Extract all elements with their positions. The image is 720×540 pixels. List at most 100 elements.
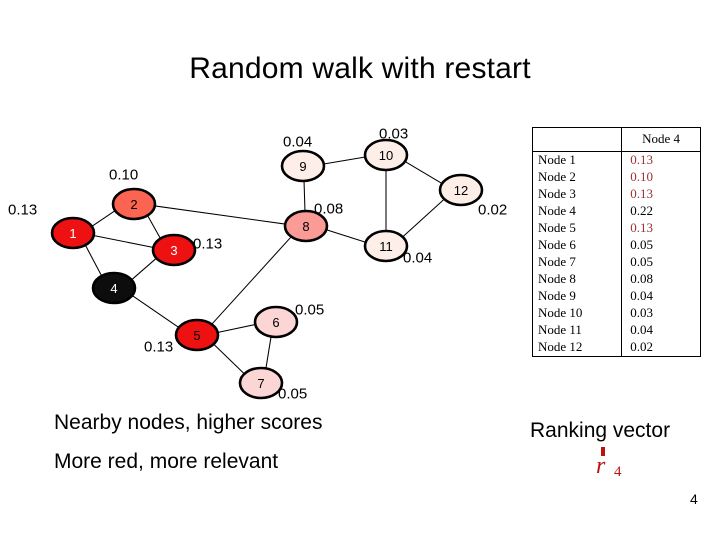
table-cell-score-value: 0.04	[621, 288, 701, 305]
table-cell-node-label: Node 5	[531, 220, 623, 237]
node-circle-11[interactable]	[363, 229, 409, 263]
node-circle-6[interactable]	[253, 305, 299, 339]
graph-edge-layer	[84, 156, 446, 375]
node-label-7: 7	[257, 376, 264, 391]
table-cell-node-label: Node 3	[531, 186, 623, 203]
graph-edge-5-7	[212, 343, 246, 375]
column-header-node4: Node 4	[621, 127, 701, 152]
table-cell-node-label: Node 4	[531, 203, 623, 220]
graph-edge-2-8	[153, 205, 287, 225]
table-cell-node-label: Node 1	[531, 151, 623, 169]
node-score-6: 0.05	[295, 302, 324, 319]
node-label-9: 9	[299, 159, 306, 174]
table-cell-node-label: Node 12	[531, 339, 623, 357]
node-circle-9[interactable]	[280, 149, 326, 183]
graph-node-3[interactable]: 3	[151, 233, 197, 267]
table-cell-score-value: 0.22	[621, 203, 701, 220]
table-cell-score-value: 0.10	[621, 169, 701, 186]
node-label-12: 12	[454, 183, 468, 198]
graph-node-6[interactable]: 6	[253, 305, 299, 339]
table-header-row: Node 4	[531, 127, 701, 152]
table-cell-score-value: 0.08	[621, 271, 701, 288]
node-score-11: 0.04	[403, 250, 432, 267]
graph-edge-1-3	[92, 234, 155, 249]
vector-subscript: 4	[614, 464, 622, 480]
graph-edge-6-7	[265, 335, 272, 370]
ranking-vector-symbol: r 4	[588, 447, 658, 488]
graph-edge-2-3	[146, 214, 162, 240]
graph-node-9[interactable]: 9	[280, 149, 326, 183]
node-circle-5[interactable]	[174, 318, 220, 352]
vector-letter: r	[596, 453, 606, 479]
table-cell-score-value: 0.04	[621, 322, 701, 339]
graph-edge-5-8	[210, 235, 293, 326]
node-circle-4[interactable]	[91, 271, 137, 305]
node-circle-10[interactable]	[363, 138, 409, 172]
table-cell-node-label: Node 10	[531, 305, 623, 322]
graph-edge-5-6	[216, 323, 257, 334]
graph-node-11[interactable]: 11	[363, 229, 409, 263]
node-label-3: 3	[170, 243, 177, 258]
table-cell-score-value: 0.13	[621, 186, 701, 203]
table-cell-score-value: 0.05	[621, 254, 701, 271]
node-label-6: 6	[272, 315, 279, 330]
page-title: Random walk with restart	[189, 52, 531, 85]
ranking-vector-label: Ranking vector	[530, 419, 671, 442]
node-label-8: 8	[302, 219, 309, 234]
node-circle-7[interactable]	[238, 366, 284, 400]
graph-edge-1-4	[84, 244, 103, 277]
node-circle-3[interactable]	[151, 233, 197, 267]
table-cell-score-value: 0.05	[621, 237, 701, 254]
graph-node-2[interactable]: 2	[111, 187, 157, 221]
graph-node-1[interactable]: 1	[50, 216, 96, 250]
graph-node-8[interactable]: 8	[283, 209, 329, 243]
table-cell-node-label: Node 6	[531, 237, 623, 254]
table-cell-node-label: Node 8	[531, 271, 623, 288]
table-cell-node-label: Node 7	[531, 254, 623, 271]
graph-edge-3-4	[130, 257, 158, 281]
table-cell-score-value: 0.03	[621, 305, 701, 322]
node-circle-2[interactable]	[111, 187, 157, 221]
table-header: Node 4	[531, 127, 701, 152]
table-cell-score-value: 0.02	[621, 339, 701, 357]
node-circle-1[interactable]	[50, 216, 96, 250]
vector-arrow-icon	[601, 447, 605, 456]
column-header-blank	[531, 127, 623, 152]
table-cell-node-label: Node 2	[531, 169, 623, 186]
node-label-1: 1	[69, 226, 76, 241]
page-number: 4	[690, 491, 698, 507]
graph-edge-1-2	[90, 209, 117, 228]
graph-node-10[interactable]: 10	[363, 138, 409, 172]
table-cell-score-value: 0.13	[621, 220, 701, 237]
node-circle-12[interactable]	[438, 173, 484, 207]
node-label-10: 10	[379, 148, 393, 163]
graph-edge-8-9	[303, 180, 306, 212]
graph-node-4[interactable]: 4	[91, 271, 137, 305]
node-score-2: 0.10	[109, 167, 138, 184]
graph-node-5[interactable]: 5	[174, 318, 220, 352]
graph-node-12[interactable]: 12	[438, 173, 484, 207]
graph-node-7[interactable]: 7	[238, 366, 284, 400]
node-score-9: 0.04	[283, 134, 312, 151]
graph-edge-9-10	[322, 156, 367, 165]
node-circle-8[interactable]	[283, 209, 329, 243]
node-score-12: 0.02	[478, 202, 507, 219]
node-score-1: 0.13	[8, 202, 37, 219]
graph-edge-4-5	[131, 294, 180, 329]
